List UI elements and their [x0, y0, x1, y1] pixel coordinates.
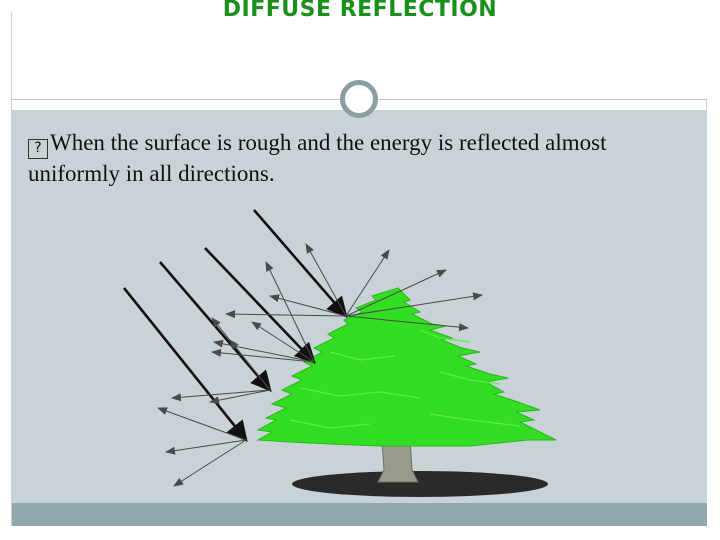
tree-shadow	[292, 471, 548, 497]
incident-ray	[159, 261, 272, 392]
reflected-ray	[269, 294, 347, 317]
bullet-text: When the surface is rough and the energy…	[28, 130, 607, 186]
footer-bar	[12, 503, 707, 526]
reflected-ray	[225, 310, 347, 319]
reflected-ray	[305, 243, 347, 317]
bullet-item: ?When the surface is rough and the energ…	[28, 128, 698, 189]
tree-foliage	[256, 287, 557, 447]
reflected-ray	[345, 292, 483, 317]
incident-ray	[122, 287, 248, 443]
reflected-ray	[157, 407, 247, 441]
reflected-ray	[211, 317, 271, 391]
incident-ray	[253, 209, 348, 318]
reflected-ray	[345, 315, 469, 332]
reflected-ray	[211, 348, 315, 363]
reflected-ray	[165, 439, 247, 455]
reflected-ray	[345, 249, 390, 317]
reflected-rays	[157, 243, 483, 487]
incident-ray	[204, 247, 316, 364]
slide-title: DIFFUSE REFLECTION	[222, 0, 498, 22]
incident-rays	[122, 209, 348, 443]
foliage-texture	[289, 329, 521, 429]
reflected-ray	[345, 269, 447, 317]
reflected-ray	[265, 261, 315, 363]
reflected-ray	[173, 439, 247, 487]
reflected-ray	[251, 321, 315, 363]
reflected-ray	[209, 389, 271, 405]
ring-decoration-icon	[340, 80, 378, 118]
reflected-ray	[171, 389, 271, 402]
